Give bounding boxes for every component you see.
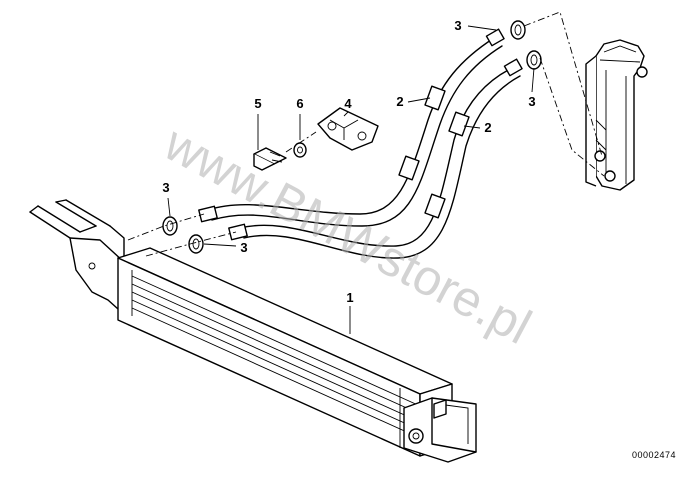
- sealing-rings: [162, 20, 542, 254]
- callout-2-left: 2: [396, 94, 403, 109]
- oil-filter-housing: [585, 39, 648, 191]
- reference-number: 00002474: [632, 450, 676, 460]
- callout-3-right: 3: [528, 94, 535, 109]
- callout-3-left: 3: [162, 180, 169, 195]
- callout-3-top: 3: [454, 18, 461, 33]
- callout-1: 1: [346, 290, 353, 305]
- callout-5: 5: [254, 96, 261, 111]
- leader-lines: [167, 25, 535, 334]
- center-lines: [127, 11, 605, 257]
- oil-lines: [198, 28, 523, 259]
- callout-2-right: 2: [484, 120, 491, 135]
- callout-6: 6: [296, 96, 303, 111]
- bolt-part: [253, 147, 287, 171]
- callout-4: 4: [344, 96, 352, 111]
- oil-cooler: [29, 199, 477, 463]
- clamp-part: [317, 107, 379, 151]
- callout-3-bottom: 3: [240, 240, 247, 255]
- callout-labels: 3 2 2 3 5 6 4 3 3 1: [162, 18, 535, 305]
